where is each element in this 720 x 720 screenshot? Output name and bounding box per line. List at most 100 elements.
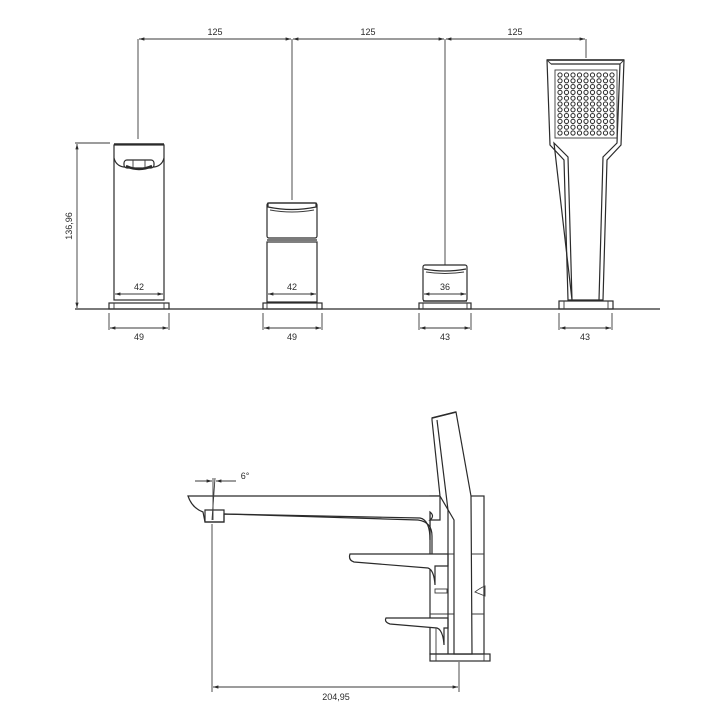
nozzle-hole (576, 72, 583, 78)
nozzle-hole (609, 124, 615, 130)
nozzle-hole (596, 107, 602, 113)
nozzle-hole (589, 72, 596, 78)
spacing-dimensions: 125 125 125 (137, 27, 587, 265)
spout-side (187, 495, 441, 541)
nozzle-hole (570, 72, 576, 78)
nozzle-hole (563, 72, 570, 78)
nozzle-hole (583, 95, 589, 101)
angle-dimension: 6° (195, 471, 250, 521)
nozzle-hole (557, 78, 563, 84)
nozzle-hole (602, 72, 609, 78)
nozzle-hole (563, 101, 570, 107)
nozzle-hole (557, 89, 563, 96)
mixer-base-width: 49 (287, 332, 297, 342)
reach-dimension-label: 204,95 (322, 692, 350, 702)
nozzle-hole (596, 89, 602, 96)
body-width-dimensions: 42 42 36 (115, 282, 466, 296)
nozzle-hole (583, 101, 589, 107)
nozzle-hole (583, 118, 589, 125)
nozzle-hole (583, 72, 589, 78)
nozzle-hole (570, 101, 576, 107)
spacing-dimension-3: 125 (507, 27, 522, 37)
nozzle-hole (609, 118, 615, 125)
nozzle-hole (602, 78, 609, 84)
nozzle-hole (602, 107, 609, 113)
nozzle-hole (570, 118, 576, 125)
nozzle-hole (596, 101, 602, 107)
nozzle-hole (576, 78, 583, 84)
upper-lever-side (348, 553, 449, 586)
nozzle-hole (570, 78, 576, 84)
height-dimension-label: 136,96 (64, 212, 74, 240)
diverter-front (418, 264, 472, 310)
spacing-dimension-2: 125 (360, 27, 375, 37)
height-dimension: 136,96 (64, 142, 110, 308)
nozzle-hole (563, 124, 570, 130)
nozzle-hole (609, 101, 615, 107)
nozzle-hole (609, 89, 615, 96)
nozzle-hole (583, 113, 589, 119)
nozzle-hole (609, 84, 615, 90)
nozzle-hole (602, 124, 609, 130)
nozzle-hole (596, 78, 602, 84)
nozzle-hole (557, 124, 563, 130)
nozzle-hole (596, 84, 602, 90)
base-width-dimensions: 49 49 43 43 (108, 313, 613, 342)
nozzle-hole (563, 118, 570, 125)
nozzle-hole (589, 118, 596, 125)
side-view: 6° 204,95 (187, 411, 491, 702)
nozzle-hole (596, 95, 602, 101)
spout-base-width: 49 (134, 332, 144, 342)
nozzle-hole (596, 118, 602, 125)
nozzle-hole (557, 118, 563, 125)
nozzle-hole (609, 95, 615, 101)
nozzle-hole (570, 107, 576, 113)
nozzle-hole (602, 89, 609, 96)
nozzle-hole (583, 130, 589, 136)
nozzle-hole (576, 95, 583, 101)
nozzle-hole (557, 130, 563, 136)
nozzle-hole (563, 113, 570, 119)
nozzle-hole (596, 124, 602, 130)
nozzle-hole (563, 78, 570, 84)
nozzle-hole (596, 113, 602, 119)
spout-front (108, 143, 170, 310)
nozzle-hole (570, 84, 576, 90)
spray-nozzle-grid (557, 72, 615, 136)
nozzle-hole (557, 72, 563, 78)
nozzle-hole (557, 113, 563, 119)
nozzle-hole (596, 130, 602, 136)
mixer-front (262, 202, 323, 310)
nozzle-hole (589, 107, 596, 113)
nozzle-hole (576, 124, 583, 130)
diverter-body-width: 36 (440, 282, 450, 292)
nozzle-hole (576, 113, 583, 119)
nozzle-hole (576, 101, 583, 107)
nozzle-hole (602, 118, 609, 125)
nozzle-hole (602, 95, 609, 101)
nozzle-hole (583, 84, 589, 90)
nozzle-hole (576, 118, 583, 125)
nozzle-hole (563, 84, 570, 90)
nozzle-hole (583, 89, 589, 96)
nozzle-hole (576, 89, 583, 96)
spacing-dimension-1: 125 (207, 27, 222, 37)
nozzle-hole (589, 124, 596, 130)
nozzle-hole (589, 95, 596, 101)
nozzle-hole (576, 84, 583, 90)
nozzle-hole (589, 130, 596, 136)
nozzle-hole (609, 130, 615, 136)
nozzle-hole (557, 101, 563, 107)
nozzle-hole (563, 107, 570, 113)
angle-label: 6° (241, 471, 250, 481)
front-view: 125 125 125 136,96 (64, 27, 660, 342)
nozzle-hole (609, 107, 615, 113)
mixer-body-width: 42 (287, 282, 297, 292)
nozzle-hole (596, 72, 602, 78)
nozzle-hole (557, 95, 563, 101)
reach-dimension: 204,95 (211, 524, 460, 702)
nozzle-hole (589, 84, 596, 90)
nozzle-hole (583, 78, 589, 84)
hand-shower-front (546, 59, 625, 310)
